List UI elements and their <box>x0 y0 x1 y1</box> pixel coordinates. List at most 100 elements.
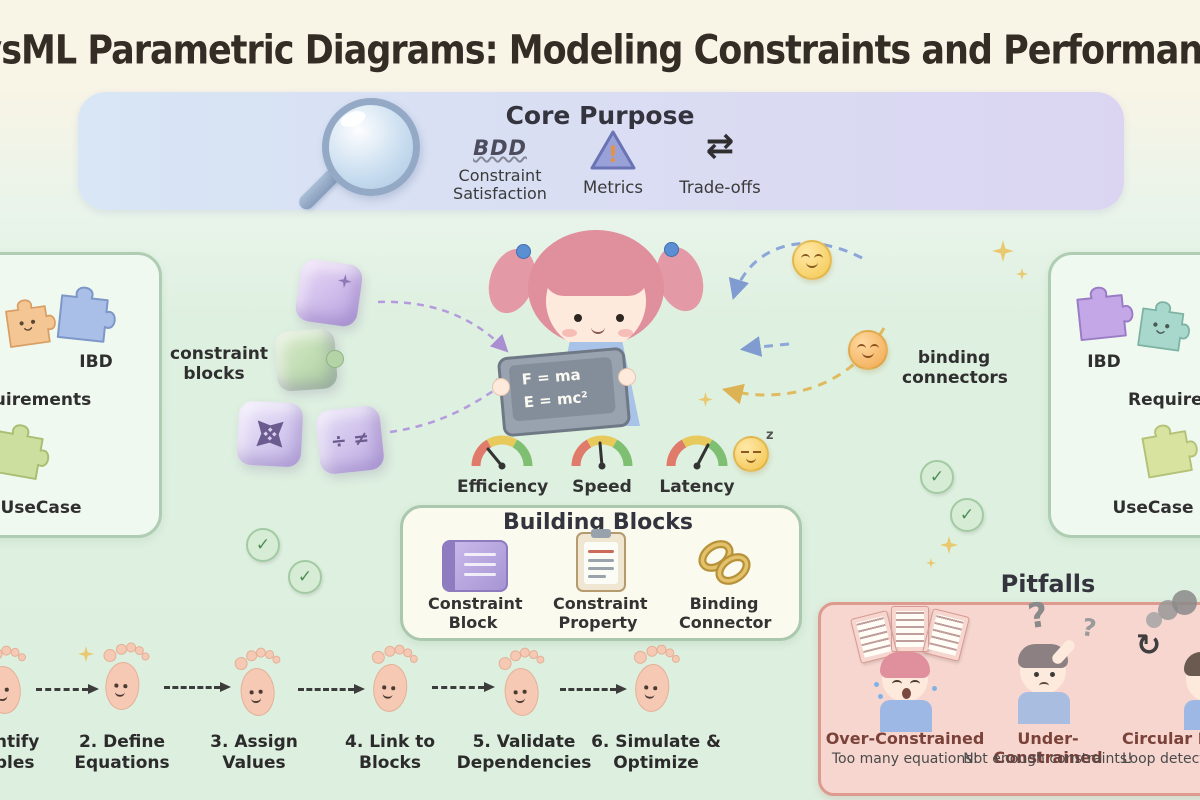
pitfalls-heading: Pitfalls <box>1000 570 1096 598</box>
check-badge: ✓ <box>950 498 984 532</box>
body <box>1184 700 1200 730</box>
core-purpose-heading: Core Purpose <box>505 101 695 130</box>
step-arrow <box>298 684 365 694</box>
bangs <box>544 248 648 296</box>
smoke-puff <box>1172 590 1197 615</box>
sparkle-icon <box>78 646 94 662</box>
arrow-cubes-to-girl-top <box>377 300 509 353</box>
building-block-label-constraint-property: Constraint Property <box>553 594 648 633</box>
step-arrow <box>36 684 99 694</box>
step-label-4: 4. Link to Blocks <box>345 732 435 774</box>
left-panel-label-usecase: UseCase <box>0 498 82 518</box>
footprint-icon <box>363 642 419 716</box>
tablet-screen: F = ma E = mc² <box>508 356 616 422</box>
tear <box>878 694 883 699</box>
sparkle-icon <box>940 536 958 554</box>
gauge-efficiency-icon <box>471 435 533 470</box>
tear <box>874 682 879 687</box>
pitfall-title-under-constrained: Under-Constrained <box>993 729 1103 767</box>
smoke-puff <box>1146 612 1162 628</box>
tear <box>932 686 937 691</box>
mouth <box>591 324 605 334</box>
puzzle-piece-requirements-left-icon <box>5 299 56 348</box>
footprint-icon <box>0 644 31 718</box>
building-block-label-binding-connector: Binding Connector <box>679 594 772 633</box>
swap-arrows-icon: ⇄ <box>705 126 735 166</box>
check-badge: ✓ <box>288 560 322 594</box>
warning-triangle-icon: ! <box>590 130 636 170</box>
loop-arrow-glyph: ↻ <box>1136 628 1162 663</box>
check-badge: ✓ <box>920 460 954 494</box>
puzzle-piece-requirements-right-icon <box>1137 301 1190 352</box>
right-panel-label-usecase: UseCase <box>1112 498 1194 518</box>
left-hand <box>492 378 510 396</box>
footprint-icon <box>625 642 681 716</box>
step-label-1: 1. Identify Variables <box>0 732 40 774</box>
constraint-cube-middle <box>273 327 345 393</box>
tablet: F = ma E = mc² <box>496 346 632 438</box>
sparkle-icon <box>992 240 1014 262</box>
bdd-scribble-icon: BDD <box>473 136 527 160</box>
left-panel-label-ibd: IBD <box>79 352 113 372</box>
crossed-arrows-icon <box>256 420 284 448</box>
gauge-speed-icon <box>571 435 633 470</box>
right-blush <box>618 329 633 337</box>
step-label-2: 2. Define Equations <box>74 732 170 774</box>
building-block-label-constraint-block: Constraint Block <box>428 594 523 633</box>
under-constrained-character <box>1008 637 1088 724</box>
gauge-label-latency: Latency <box>659 477 735 497</box>
gauge-label-efficiency: Efficiency <box>457 477 549 497</box>
page-title: SysML Parametric Diagrams: Modeling Cons… <box>0 28 1200 74</box>
paper-icon <box>891 606 929 652</box>
pitfall-title-circular-dependencies: Circular Dependencies <box>1122 729 1200 748</box>
girl-illustration: F = ma E = mc² <box>480 222 712 438</box>
puzzle-piece-ibd-left-icon <box>56 286 116 343</box>
footprint-icon <box>230 646 285 719</box>
arrow-binding-blue-small <box>739 336 790 357</box>
pitfall-subtitle-circular-dependencies: Loop detected! <box>1122 751 1200 767</box>
constraint-cube-math: ÷ ≠ <box>314 404 386 476</box>
right-eye <box>616 314 624 322</box>
over-constrained-character <box>870 650 950 732</box>
circular-dependency-character <box>1176 648 1200 730</box>
pink-hair <box>880 652 930 678</box>
constraint-blocks-label: constraint blocks <box>170 344 269 384</box>
right-hand <box>618 368 636 386</box>
puzzle-piece-ibd-right-icon <box>1076 286 1134 342</box>
check-badge: ✓ <box>246 528 280 562</box>
step-label-3: 3. Assign Values <box>210 732 298 774</box>
sparkle-icon <box>926 558 936 568</box>
wailing-mouth <box>902 688 911 699</box>
clipboard-clip <box>591 529 611 538</box>
right-panel-label-ibd: IBD <box>1087 352 1121 372</box>
pitfall-title-over-constrained: Over-Constrained <box>825 729 985 748</box>
sleeping-emoji-icon <box>733 436 769 472</box>
cube-puzzle-knob <box>325 349 345 369</box>
left-eye <box>574 314 582 322</box>
step-arrow <box>164 682 231 692</box>
happy-emoji-orange-icon <box>848 330 888 370</box>
pitfall-subtitle-under-constrained: Not enough constraints! <box>963 751 1133 767</box>
dark-hair <box>1184 652 1200 676</box>
book-icon <box>442 540 508 592</box>
body <box>1018 692 1070 724</box>
chain-link-icon <box>698 540 751 585</box>
right-diagram-panel <box>1048 252 1200 538</box>
puzzle-piece-usecase-right-icon <box>1141 424 1198 479</box>
exclamation-glyph: ! <box>608 143 618 168</box>
constraint-cube-top <box>293 257 365 329</box>
puzzle-piece-usecase-left-icon <box>0 424 50 480</box>
right-hair-tie <box>664 242 679 257</box>
pitfall-subtitle-over-constrained: Too many equations! <box>831 751 979 767</box>
core-purpose-caption-metrics: Metrics <box>583 178 643 197</box>
magnifier-icon <box>280 90 440 230</box>
sleep-z-glyph: z <box>766 428 774 443</box>
constraint-cube-arrows <box>236 400 304 468</box>
clipboard-icon <box>576 529 626 592</box>
frown <box>1039 682 1049 689</box>
happy-emoji-yellow-icon <box>792 240 832 280</box>
cube-sparkle-mark <box>337 273 353 289</box>
gauge-label-speed: Speed <box>572 477 632 497</box>
step-label-5: 5. Validate Dependencies <box>456 732 592 774</box>
